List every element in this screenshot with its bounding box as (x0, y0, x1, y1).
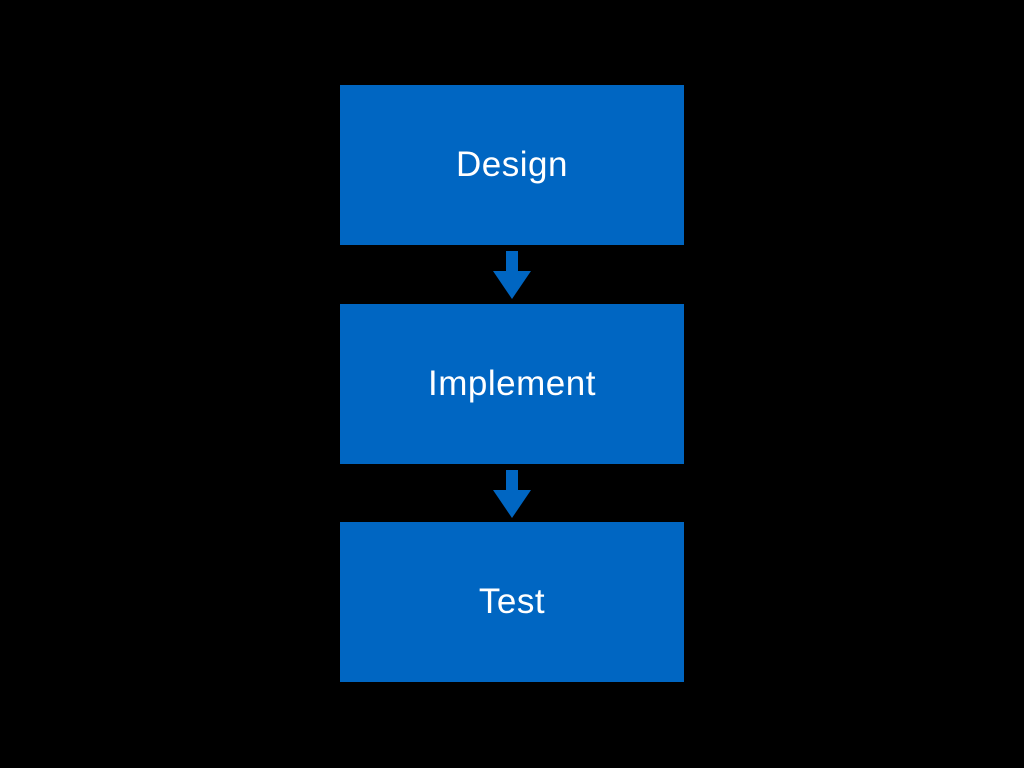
step-test-label: Test (478, 582, 546, 621)
arrow-down-icon (493, 251, 531, 299)
step-design-label: Design (456, 145, 568, 184)
step-implement-label: Implement (428, 364, 596, 403)
step-design-box: Design (340, 85, 684, 245)
step-implement-box: Implement (340, 304, 684, 464)
arrow-down-icon (493, 470, 531, 518)
step-test-box: Test (340, 522, 684, 682)
